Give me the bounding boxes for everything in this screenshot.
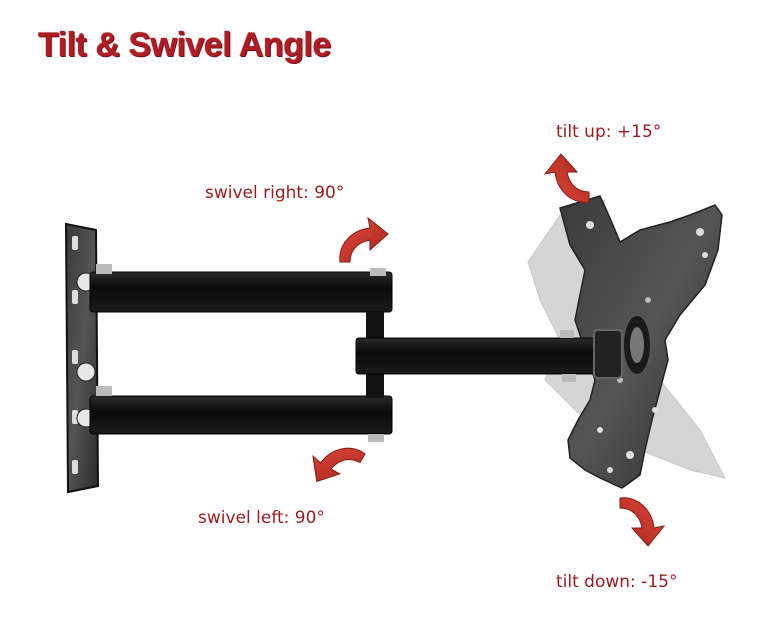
swivel-right-arrow-icon (339, 217, 389, 263)
wall-plate (64, 222, 100, 494)
swivel-left-arrow-icon (302, 431, 366, 497)
lower-arm (89, 386, 393, 442)
diagram-title: Tilt & Swivel Angle (38, 26, 331, 64)
extension-arm (355, 329, 623, 382)
tilt-down-arrow-icon (619, 497, 665, 547)
upper-arm (89, 264, 393, 313)
swivel-right-label: swivel right: 90° (205, 183, 345, 203)
swivel-left-label: swivel left: 90° (198, 508, 325, 528)
tilt-down-label: tilt down: -15° (556, 572, 678, 592)
tilt-up-arrow-icon (544, 153, 590, 203)
tilt-up-label: tilt up: +15° (556, 122, 662, 142)
